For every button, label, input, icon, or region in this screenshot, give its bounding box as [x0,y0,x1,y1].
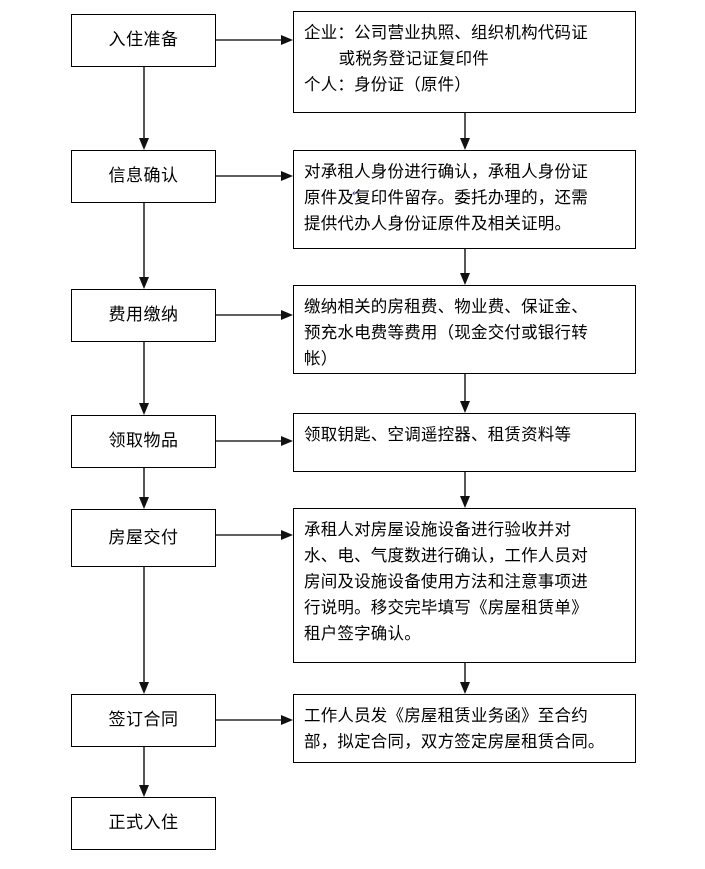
detail-line: 或税务登记证复印件 [338,49,489,69]
detail-line: 行说明。移交完毕填写《房屋租赁单》 [304,598,588,618]
connector-stage1-stage2 [139,67,149,150]
stage-label-2: 信息确认 [108,166,179,187]
detail-line: 对承租人身份进行确认，承租人身份证 [304,162,588,181]
connector-stage5-stage6 [139,567,149,694]
connector-stage1-detail1 [216,35,293,45]
detail-box-1: 企业：公司营业执照、组织机构代码证 或税务登记证复印件 个人：身份证（原件） [293,11,636,113]
detail-line: 部，拟定合同，双方签定房屋租赁合同。 [304,732,605,752]
stage-label-6: 签订合同 [108,710,179,731]
stage-box-2[interactable]: 信息确认 [71,150,216,203]
detail-box-3: 缴纳相关的房租费、物业费、保证金、 预充水电费等费用（现金交付或银行转 帐） [293,285,636,374]
detail-line: 领取钥匙、空调遥控器、租赁资料等 [304,425,572,444]
connector-detail4-detail5 [460,472,470,508]
stage-label-5: 房屋交付 [108,527,179,548]
detail-line: 帐） [304,349,338,369]
detail-line: 预充水电费等费用（现金交付或银行转 [304,323,588,343]
detail-line: 企业：公司营业执照、组织机构代码证 [304,23,588,42]
detail-line: 水、电、气度数进行确认，工作人员对 [304,546,588,566]
stage-box-1[interactable]: 入住准备 [71,14,216,67]
stage-label-1: 入住准备 [108,30,179,51]
connector-detail1-detail2 [460,113,470,150]
connector-stage6-stage7 [139,746,149,797]
detail-box-4: 领取钥匙、空调遥控器、租赁资料等 [293,413,636,472]
stage-label-7: 正式入住 [108,813,179,834]
stage-box-7[interactable]: 正式入住 [71,797,216,850]
detail-box-6: 工作人员发《房屋租赁业务函》至合约 部，拟定合同，双方签定房屋租赁合同。 [293,694,636,763]
stage-label-3: 费用缴纳 [108,305,179,326]
detail-line: 原件及复印件留存。委托办理的，还需 [304,188,588,208]
connector-stage6-detail6 [216,715,293,725]
stage-box-6[interactable]: 签订合同 [71,694,216,747]
detail-line: 工作人员发《房屋租赁业务函》至合约 [304,706,588,725]
connector-detail5-detail6 [460,663,470,694]
stage-label-4: 领取物品 [108,431,179,452]
connector-stage3-stage4 [139,341,149,415]
detail-line: 个人：身份证（原件） [304,75,471,95]
detail-line: 提供代办人身份证原件及相关证明。 [304,214,572,234]
detail-line: 缴纳相关的房租费、物业费、保证金、 [304,297,588,316]
connector-stage3-detail3 [216,310,293,320]
detail-box-2: 对承租人身份进行确认，承租人身份证 原件及复印件留存。委托办理的，还需 提供代办… [293,150,636,249]
connector-stage4-detail4 [216,436,293,446]
detail-box-5: 承租人对房屋设施设备进行验收并对 水、电、气度数进行确认，工作人员对 房间及设施… [293,508,636,663]
connector-stage4-stage5 [139,467,149,509]
stage-box-3[interactable]: 费用缴纳 [71,289,216,342]
detail-line: 承租人对房屋设施设备进行验收并对 [304,520,572,539]
detail-line: 租户签字确认。 [304,624,421,644]
connector-stage2-stage3 [139,203,149,289]
stage-box-4[interactable]: 领取物品 [71,415,216,468]
paragraph-mark-icon: ↵ [352,189,360,199]
detail-line: 房间及设施设备使用方法和注意事项进 [304,572,588,592]
connector-stage2-detail2 [216,171,293,181]
connector-stage5-detail5 [216,530,293,540]
connector-detail3-detail4 [460,374,470,413]
stage-box-5[interactable]: 房屋交付 [71,509,216,567]
connector-detail2-detail3 [460,249,470,285]
